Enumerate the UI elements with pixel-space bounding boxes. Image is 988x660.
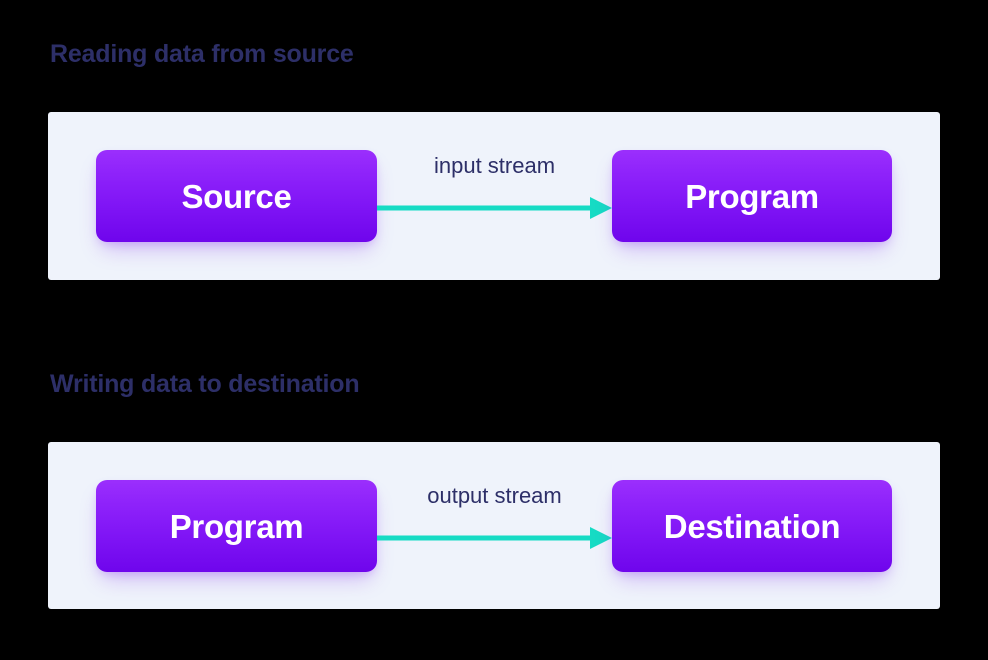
connector-label-input-stream: input stream <box>433 153 556 178</box>
connector-output-stream: output stream <box>377 480 612 572</box>
diagram-panel-reading: Source input stream Program <box>48 112 940 280</box>
connector-label-output-stream: output stream <box>427 483 562 508</box>
node-destination: Destination <box>612 480 892 572</box>
node-source-label: Source <box>181 177 292 215</box>
arrow-right-icon <box>377 527 612 549</box>
node-source: Source <box>96 150 377 242</box>
node-program-writing: Program <box>96 480 377 572</box>
node-program-reading-label: Program <box>685 177 819 215</box>
node-program-writing-label: Program <box>169 507 304 545</box>
section-title-reading: Reading data from source <box>50 40 354 68</box>
node-program-reading: Program <box>612 150 892 242</box>
diagram-panel-writing: Program output stream Destination <box>48 442 940 609</box>
arrow-right-icon <box>377 197 612 219</box>
connector-input-stream: input stream <box>377 150 612 242</box>
node-destination-label: Destination <box>663 507 841 545</box>
flow-reading: Source input stream Program <box>48 112 940 280</box>
section-title-writing: Writing data to destination <box>50 370 360 398</box>
flow-writing: Program output stream Destination <box>48 442 940 609</box>
